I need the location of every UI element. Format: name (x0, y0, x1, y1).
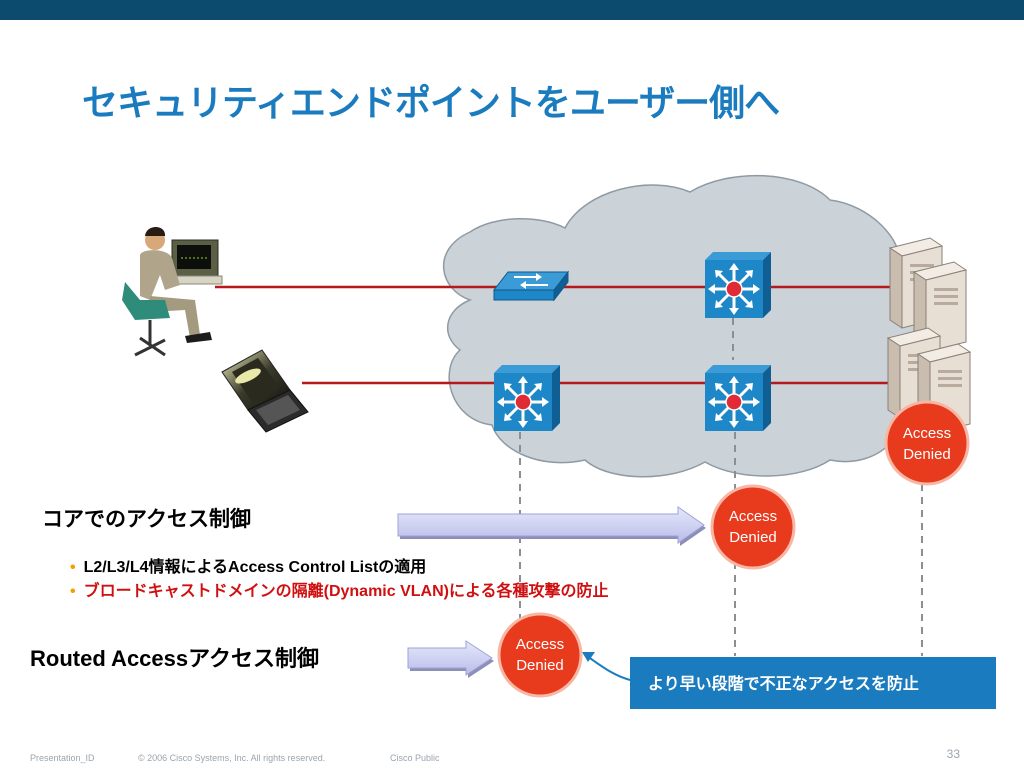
bullet-item: • L2/L3/L4情報によるAccess Control Listの適用 (70, 556, 608, 580)
bullet-icon: • (70, 583, 76, 600)
bullet-text: L2/L3/L4情報によるAccess Control Listの適用 (83, 559, 427, 576)
access-denied-badge-edge: Access Denied (497, 612, 583, 698)
bullet-icon: • (70, 559, 76, 576)
bullet-item: • ブロードキャストドメインの隔離(Dynamic VLAN)による各種攻撃の防止 (70, 580, 608, 604)
access-denied-badge-server: Access Denied (884, 400, 970, 486)
bullet-text: ブロードキャストドメインの隔離(Dynamic VLAN)による各種攻撃の防止 (83, 583, 609, 600)
footer-copyright: © 2006 Cisco Systems, Inc. All rights re… (138, 753, 326, 763)
multilayer-switch-edge-icon (492, 363, 562, 433)
layer2-switch-icon (492, 270, 570, 302)
core-control-arrow (397, 506, 706, 546)
routed-access-arrow (407, 640, 494, 678)
multilayer-switch-core-icon (703, 250, 773, 320)
slide-title: セキュリティエンドポイントをユーザー側へ (82, 83, 780, 124)
footer-classification: Cisco Public (390, 753, 440, 763)
badge-line: Denied (516, 657, 564, 674)
multilayer-switch-distribution-icon (703, 363, 773, 433)
badge-line: Denied (729, 529, 777, 546)
user-at-workstation-icon (122, 227, 223, 357)
routed-access-heading: Routed Accessアクセス制御 (30, 646, 320, 671)
top-bar (0, 0, 1024, 20)
badge-line: Access (903, 425, 951, 442)
access-denied-badge-distribution: Access Denied (710, 484, 796, 570)
badge-line: Access (729, 508, 777, 525)
network-cloud (442, 174, 928, 478)
footer-presentation-id: Presentation_ID (30, 753, 95, 763)
bullet-list: • L2/L3/L4情報によるAccess Control Listの適用 • ブロ… (70, 556, 608, 604)
core-access-control-heading: コアでのアクセス制御 (42, 507, 251, 531)
callout-box: より早い段階で不正なアクセスを防止 (630, 657, 996, 709)
badge-line: Denied (903, 446, 951, 463)
laptop-icon (221, 349, 309, 433)
page-number: 33 (946, 747, 960, 761)
callout-pointer (582, 652, 631, 681)
badge-line: Access (516, 636, 564, 653)
